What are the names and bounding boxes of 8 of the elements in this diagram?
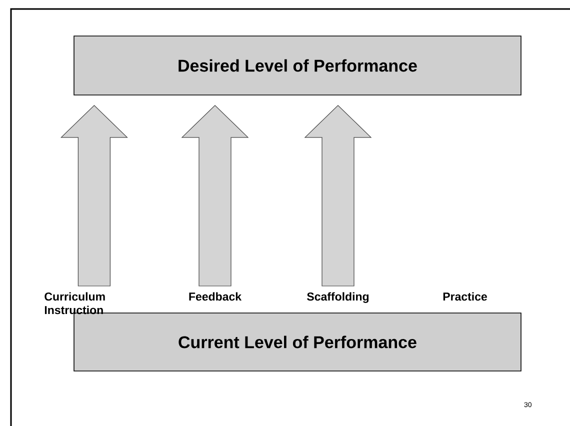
arrow-label: Feedback — [189, 292, 242, 301]
arrow-label: Curriculum Instruction — [44, 292, 105, 314]
level-box: Desired Level of Performance — [74, 36, 522, 96]
block-arrow — [181, 104, 249, 286]
block-arrow — [60, 104, 128, 286]
arrow-label: Scaffolding — [307, 292, 369, 303]
block-arrow — [304, 104, 372, 286]
category-label: Practice — [443, 292, 487, 301]
